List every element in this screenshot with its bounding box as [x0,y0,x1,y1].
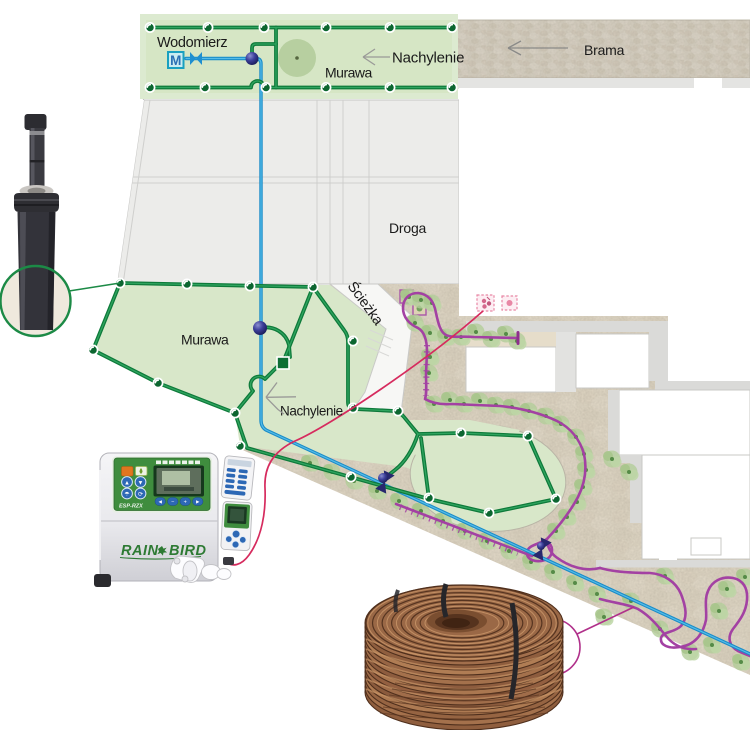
svg-text:Murawa: Murawa [181,332,229,348]
svg-text:Nachylenie: Nachylenie [392,50,464,67]
svg-text:◄: ◄ [157,500,162,506]
svg-text:+: + [184,500,187,506]
svg-text:▼: ▼ [138,480,144,486]
svg-text:⟳: ⟳ [138,492,143,498]
svg-text:−: − [171,500,174,506]
svg-text:Murawa: Murawa [325,65,373,81]
svg-text:►: ► [195,500,200,506]
svg-text:ESP-RZX: ESP-RZX [119,504,143,510]
svg-text:☂: ☂ [124,491,130,498]
svg-text:▲: ▲ [124,480,130,486]
svg-text:Nachylenie: Nachylenie [280,404,343,419]
svg-text:M: M [170,53,181,68]
svg-text:Droga: Droga [389,220,427,236]
svg-text:BIRD: BIRD [169,543,206,559]
svg-text:RAIN: RAIN [121,543,158,559]
svg-text:Brama: Brama [584,42,625,58]
svg-text:Wodomierz: Wodomierz [157,35,227,51]
